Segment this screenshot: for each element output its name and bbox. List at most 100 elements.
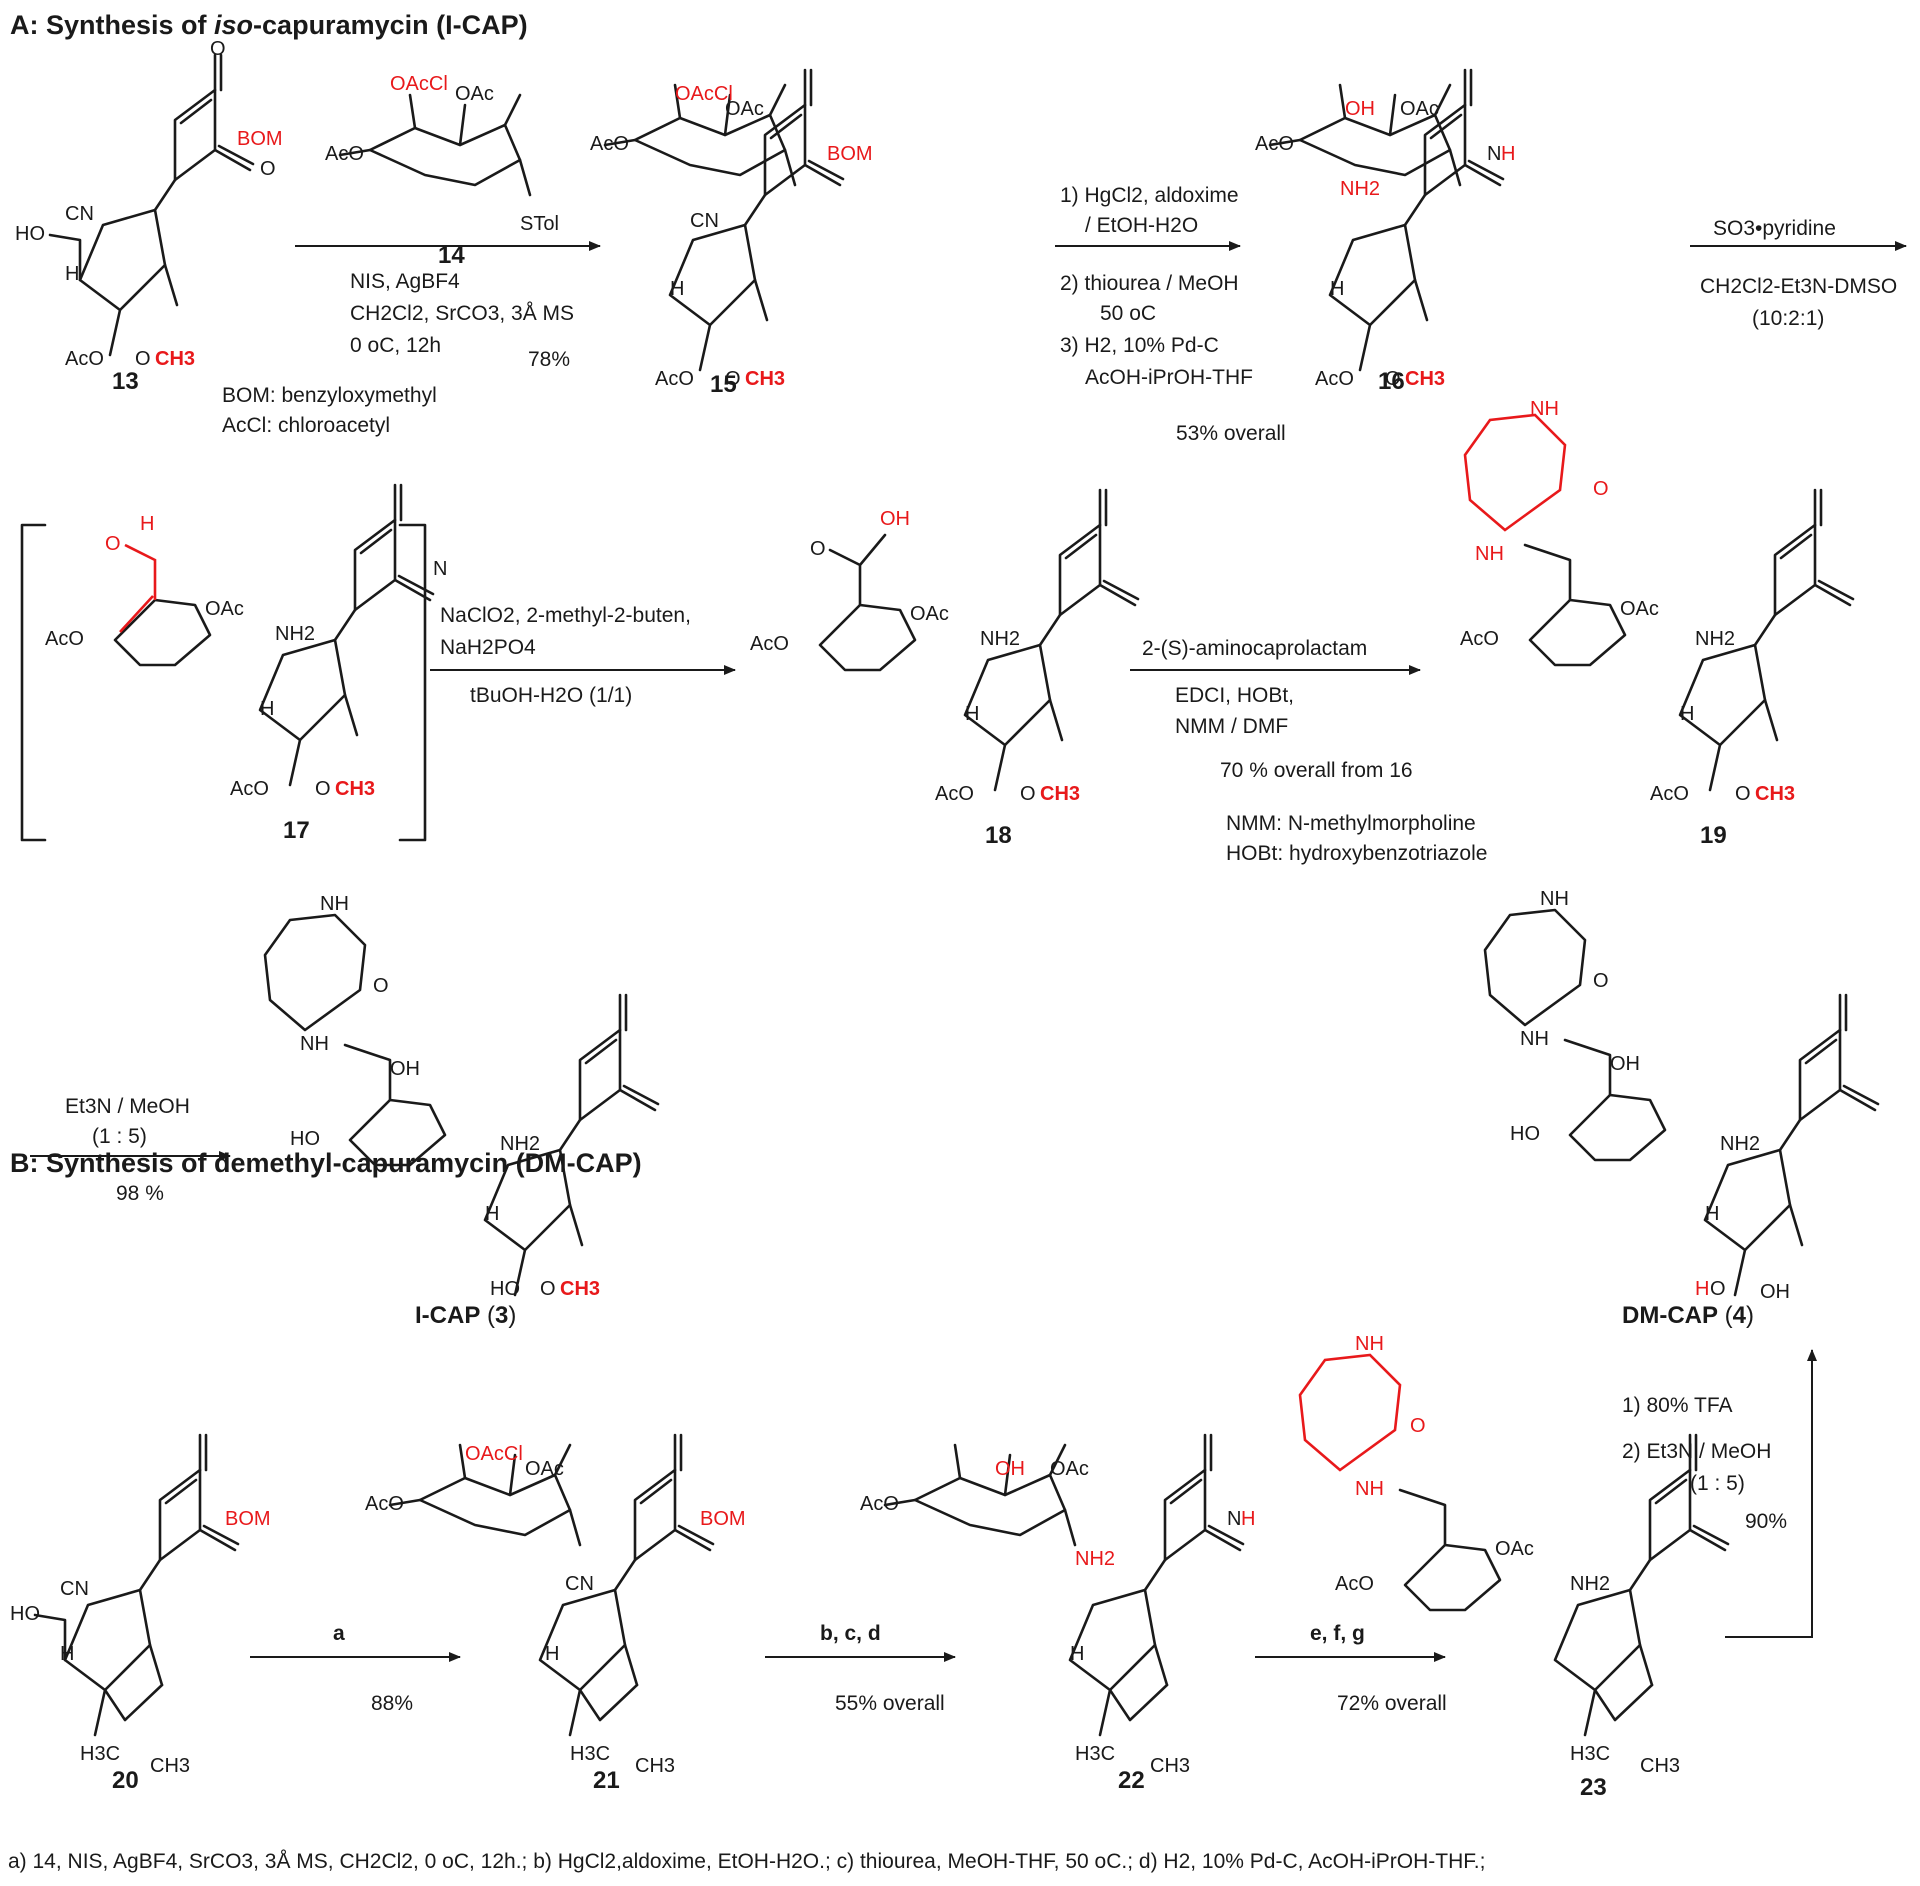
stepb3-yield: 72% overall (1337, 1692, 1447, 1715)
svg-text:HO: HO (15, 223, 45, 245)
svg-text:AcO: AcO (590, 133, 629, 155)
svg-text:CH3: CH3 (150, 1755, 190, 1777)
svg-text:AcO: AcO (365, 1493, 404, 1515)
svg-text:O: O (1710, 1278, 1726, 1300)
svg-text:H3C: H3C (1570, 1743, 1610, 1765)
svg-text:AcO: AcO (655, 368, 694, 390)
svg-text:O: O (373, 975, 389, 997)
step1-line1: NIS, AgBF4 (350, 270, 460, 293)
step1-line3: 0 oC, 12h (350, 334, 441, 357)
step3-line1: SO3•pyridine (1713, 217, 1836, 240)
step6-line2: (1 : 5) (92, 1125, 147, 1148)
step4-line2: NaH2PO4 (440, 636, 536, 659)
svg-text:H: H (545, 1643, 559, 1665)
svg-text:OAc: OAc (910, 603, 949, 625)
stepb1-label: a (333, 1622, 345, 1645)
svg-text:O: O (210, 38, 226, 60)
compound-label-23: 23 (1580, 1774, 1607, 1801)
stepb2-yield: 55% overall (835, 1692, 945, 1715)
svg-text:N: N (1487, 143, 1501, 165)
svg-text:OAcCl: OAcCl (390, 73, 448, 95)
compound-label-20: 20 (112, 1767, 139, 1794)
step5-yield: 70 % overall from 16 (1220, 759, 1413, 782)
svg-text:N: N (1227, 1508, 1241, 1530)
compound-label-17: 17 (283, 817, 310, 844)
svg-text:STol: STol (520, 213, 559, 235)
svg-text:AcO: AcO (1650, 783, 1689, 805)
stepb2-label: b, c, d (820, 1622, 881, 1645)
stepb3-label: e, f, g (1310, 1622, 1365, 1645)
svg-text:OAc: OAc (525, 1458, 564, 1480)
svg-text:H: H (485, 1203, 499, 1225)
step5-line2: EDCI, HOBt, (1175, 684, 1294, 707)
svg-text:O: O (1020, 783, 1036, 805)
svg-text:AcO: AcO (1315, 368, 1354, 390)
svg-text:CN: CN (65, 203, 94, 225)
svg-text:HO: HO (290, 1128, 320, 1150)
svg-text:NH: NH (1475, 543, 1504, 565)
step2-line3: 2) thiourea / MeOH (1060, 272, 1239, 295)
compound-label-19: 19 (1700, 822, 1727, 849)
step3-line3: (10:2:1) (1752, 307, 1824, 330)
stepb4-line1: 1) 80% TFA (1622, 1394, 1733, 1417)
svg-text:H: H (260, 698, 274, 720)
svg-text:H: H (1705, 1203, 1719, 1225)
svg-text:CH3: CH3 (635, 1755, 675, 1777)
svg-text:NH2: NH2 (500, 1133, 540, 1155)
svg-text:O: O (810, 538, 826, 560)
step2-line2: / EtOH-H2O (1085, 214, 1198, 237)
svg-text:CH3: CH3 (1150, 1755, 1190, 1777)
structure-17-sugar: AcO O H OAc (45, 513, 244, 667)
svg-text:OH: OH (995, 1458, 1025, 1480)
svg-text:OAc: OAc (1495, 1538, 1534, 1560)
structure-15-sugar: AcO OAcCl OAc (590, 83, 797, 187)
svg-text:BOM: BOM (700, 1508, 746, 1530)
svg-text:NH2: NH2 (1695, 628, 1735, 650)
abbr-hobt: HOBt: hydroxybenzotriazole (1226, 842, 1487, 865)
structure-16-sugar: AcO OH OAc (1255, 83, 1462, 187)
svg-text:OH: OH (1760, 1281, 1790, 1303)
svg-text:AcO: AcO (1255, 133, 1294, 155)
svg-text:H: H (965, 703, 979, 725)
stepb4-line3: (1 : 5) (1690, 1472, 1745, 1495)
structure-19-caprolactam: NH O (1463, 398, 1609, 532)
svg-text:HO: HO (10, 1603, 40, 1625)
structure-22-sugar: AcO OH OAc (860, 1443, 1089, 1547)
structure-14: AcO OAcCl OAc STol (325, 73, 559, 235)
svg-text:OH: OH (1345, 98, 1375, 120)
compound-label-22: 22 (1118, 1767, 1145, 1794)
abbr-accl: AcCl: chloroacetyl (222, 414, 390, 437)
arrow-23-to-dmcap (1725, 1349, 1817, 1638)
step1-line2: CH2Cl2, SrCO3, 3Å MS (350, 302, 574, 325)
svg-text:O: O (1593, 970, 1609, 992)
svg-text:H: H (670, 278, 684, 300)
step1-yield: 78% (528, 348, 570, 371)
step6-yield: 98 % (116, 1182, 164, 1205)
step5-line1: 2-(S)-aminocaprolactam (1142, 637, 1367, 660)
structure-18-sugar: AcO O OH OAc (750, 508, 949, 672)
svg-text:NH2: NH2 (1075, 1548, 1115, 1570)
svg-text:OAcCl: OAcCl (675, 83, 733, 105)
svg-text:O: O (725, 368, 741, 390)
svg-text:O: O (135, 348, 151, 370)
svg-text:O: O (1593, 478, 1609, 500)
svg-text:AcO: AcO (750, 633, 789, 655)
svg-text:OAc: OAc (1400, 98, 1439, 120)
stepb1-yield: 88% (371, 1692, 413, 1715)
svg-text:CH3: CH3 (560, 1278, 600, 1300)
svg-text:OAcCl: OAcCl (465, 1443, 523, 1465)
stepb4-line2: 2) Et3N / MeOH (1622, 1440, 1771, 1463)
svg-text:NH: NH (1520, 1028, 1549, 1050)
structure-21-sugar: AcO OAcCl OAc (365, 1443, 582, 1547)
svg-text:BOM: BOM (237, 128, 283, 150)
step4-line3: tBuOH-H2O (1/1) (470, 684, 632, 707)
svg-text:OAc: OAc (455, 83, 494, 105)
svg-text:O: O (315, 778, 331, 800)
svg-text:H: H (1070, 1643, 1084, 1665)
svg-text:H: H (60, 1643, 74, 1665)
bracket-17 (20, 523, 427, 842)
